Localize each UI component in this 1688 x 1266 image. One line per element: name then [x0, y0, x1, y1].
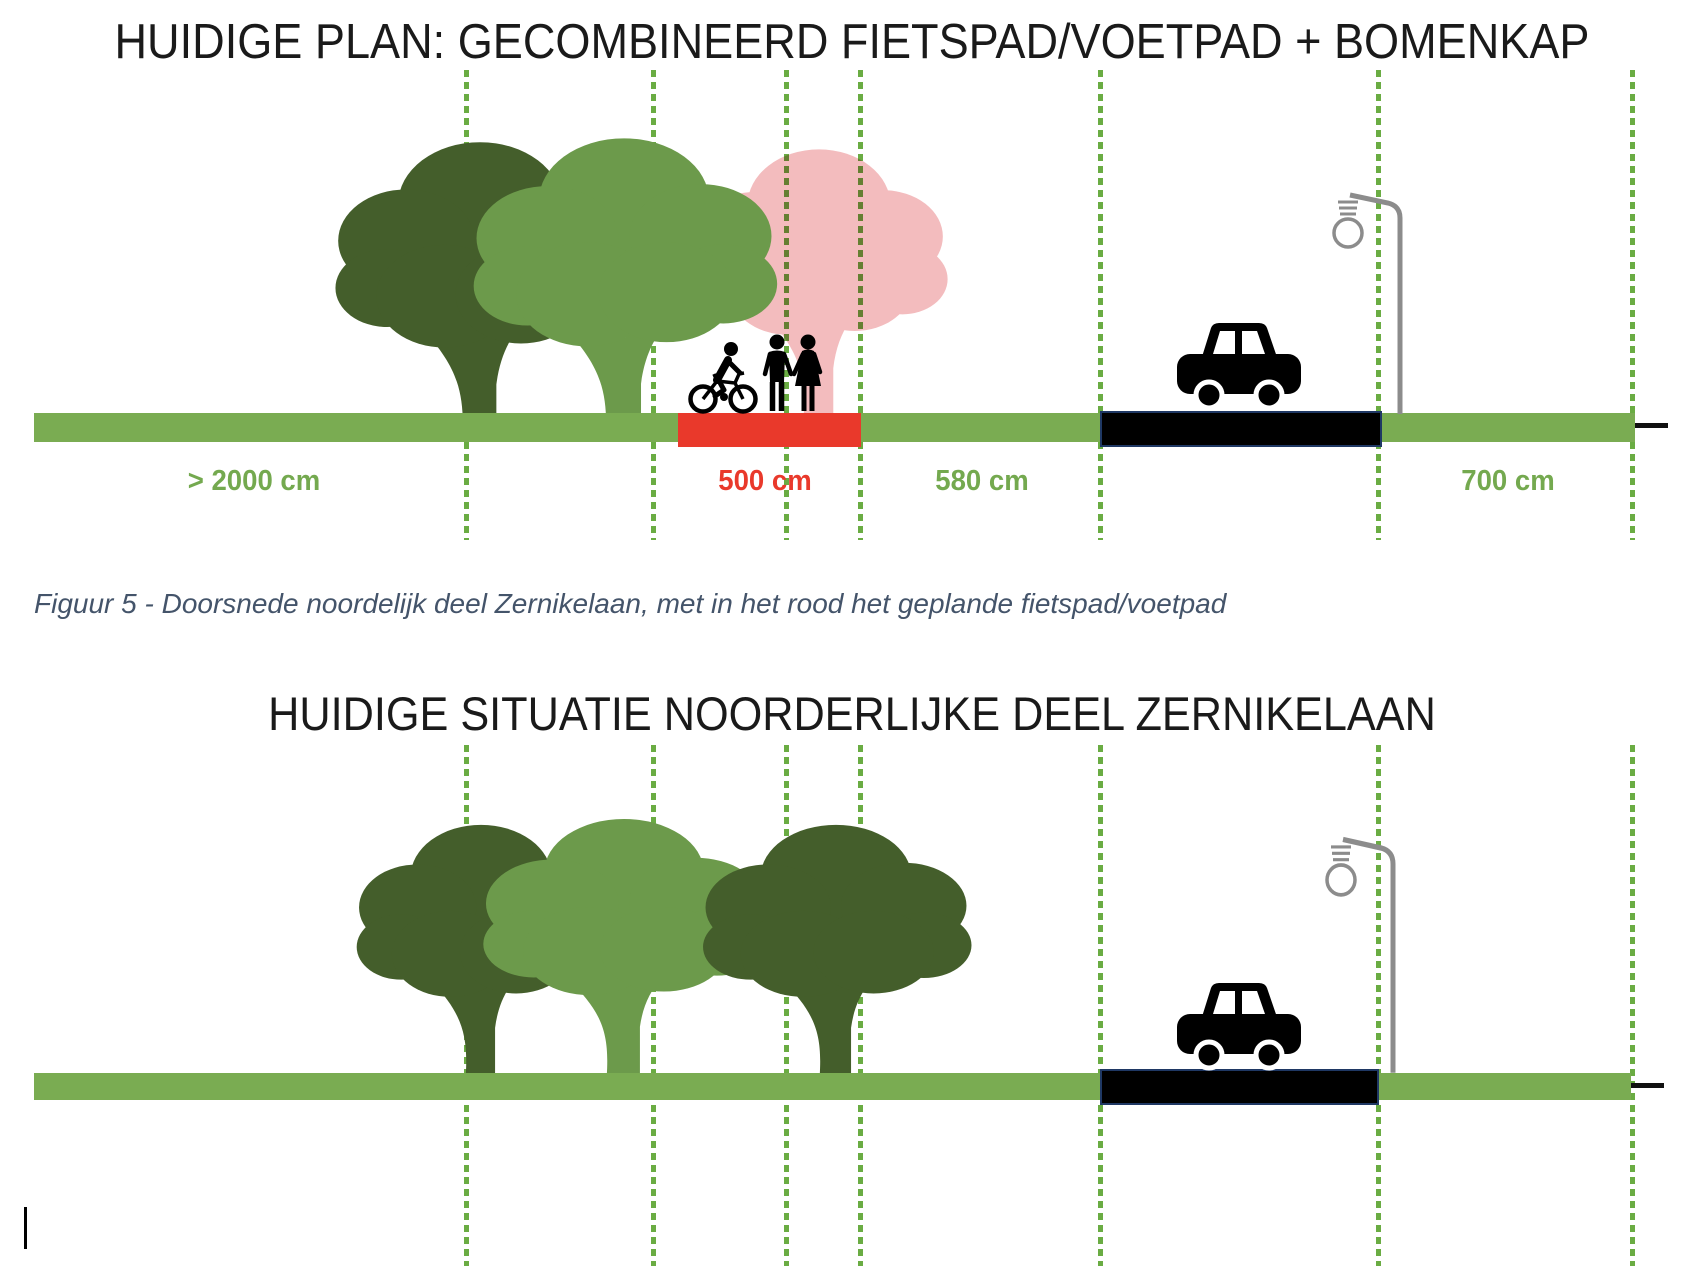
guide-line — [651, 745, 656, 1266]
guide-line — [858, 745, 863, 1266]
figure-caption: Figuur 5 - Doorsnede noordelijk deel Zer… — [34, 588, 1227, 619]
planned-bike-foot-path — [678, 413, 861, 447]
guide-line — [1630, 745, 1635, 1266]
car-icon — [1175, 318, 1303, 412]
street-lamp-icon — [1315, 832, 1399, 1077]
asphalt-road — [1100, 411, 1382, 447]
dimension-label: 700 cm — [1461, 465, 1555, 497]
asphalt-road — [1100, 1069, 1379, 1105]
guide-line — [784, 70, 789, 540]
dimension-label: > 2000 cm — [187, 465, 321, 497]
guide-line — [1630, 70, 1635, 540]
dark-green-tree-icon — [703, 824, 972, 1076]
guide-line — [1098, 745, 1103, 1266]
section-end-dash — [1631, 1083, 1664, 1088]
cyclist-icon — [688, 342, 758, 414]
top-diagram-title: HUIDIGE PLAN: GECOMBINEERD FIETSPAD/VOET… — [114, 15, 1590, 69]
car-icon — [1175, 978, 1303, 1072]
bottom-diagram-title: HUIDIGE SITUATIE NOORDERLIJKE DEEL ZERNI… — [268, 687, 1436, 740]
pedestrian-couple-icon — [762, 334, 823, 411]
street-lamp-icon — [1322, 188, 1406, 418]
dimension-label: 500 cm — [718, 465, 812, 497]
guide-line — [1098, 70, 1103, 540]
guide-line — [858, 70, 863, 540]
grass-strip — [34, 1073, 1631, 1100]
text-cursor — [24, 1207, 27, 1249]
guide-line — [1376, 745, 1381, 1266]
section-end-dash — [1635, 423, 1668, 428]
dimension-label: 580 cm — [935, 465, 1029, 497]
guide-line — [784, 745, 789, 1266]
guide-line — [1376, 70, 1381, 540]
